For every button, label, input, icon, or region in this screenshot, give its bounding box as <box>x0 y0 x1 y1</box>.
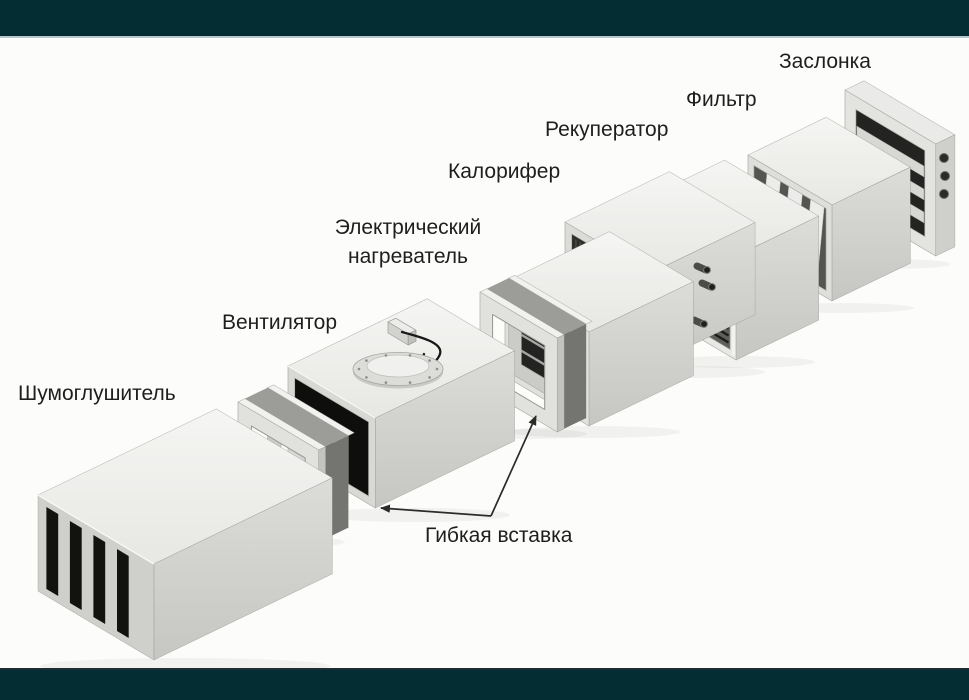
damper-actuator-knob <box>939 153 949 163</box>
pipe-stub-end <box>703 266 711 274</box>
label-flexible-insert: Гибкая вставка <box>425 524 573 547</box>
fan-motor <box>352 352 444 389</box>
label-filter: Фильтр <box>686 88 757 111</box>
damper-actuator-knob <box>940 171 950 181</box>
label-electric-heater-line1: Электрический <box>334 216 482 239</box>
label-electric-heater-line2: нагреватель <box>348 245 468 268</box>
silencer-baffle-slot <box>46 507 59 596</box>
unit-shadow <box>320 508 510 522</box>
label-recuperator: Рекуператор <box>545 118 669 141</box>
bottom-bar <box>0 668 969 700</box>
top-bar <box>0 0 969 38</box>
silencer-baffle-slot <box>93 535 106 624</box>
label-fan: Вентилятор <box>222 311 337 334</box>
label-damper: Заслонка <box>779 50 871 73</box>
silencer-unit <box>37 408 333 674</box>
label-water-heater: Калорифер <box>448 160 561 183</box>
flexible-insert-arrows <box>380 415 537 517</box>
label-electric-heater: Электрический нагреватель <box>320 213 496 271</box>
silencer-baffle-slot <box>117 549 129 638</box>
damper-actuator-knob <box>939 189 949 199</box>
fan-unit <box>287 298 515 522</box>
unit-shadow <box>655 356 815 368</box>
silencer-baffle-slot <box>69 521 82 610</box>
label-silencer: Шумоглушитель <box>18 382 176 405</box>
arrow-to-insert-2 <box>490 415 537 517</box>
arrow-to-insert-1 <box>380 504 492 517</box>
pipe-stub-end <box>708 283 716 291</box>
pipe-stub-end <box>700 320 708 328</box>
damper-blade <box>856 125 925 178</box>
